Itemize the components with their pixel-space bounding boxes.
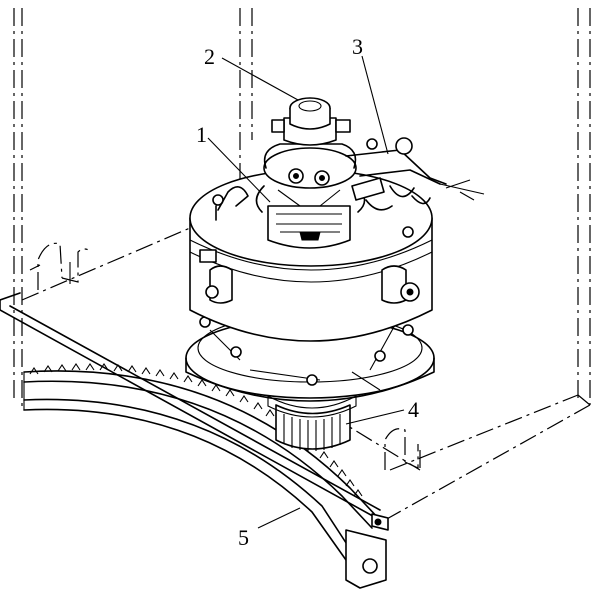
callout-1: 1 [196,122,207,147]
top-cap [271,97,351,146]
drum-body [189,169,433,342]
top-mechanism [255,143,366,249]
callout-2: 2 [204,44,215,69]
callout-3: 3 [352,34,363,59]
left-bracket [37,242,93,290]
callout-4: 4 [408,397,419,422]
pinion-gear [267,395,357,451]
rotating-base [185,313,435,402]
leader-lines [207,55,405,529]
callout-5: 5 [238,525,249,550]
base-rail [0,292,381,521]
right-bracket [384,428,419,470]
side-linkage [345,137,485,211]
